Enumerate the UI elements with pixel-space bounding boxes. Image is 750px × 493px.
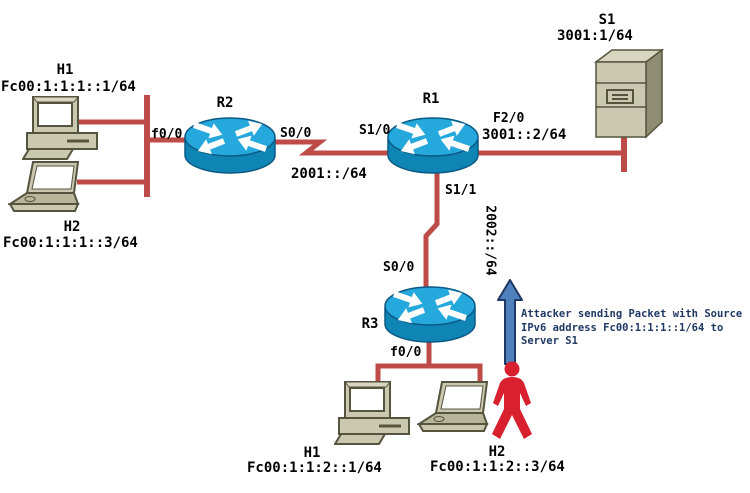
- address-h2-top: Fc00:1:1:1::3/64: [3, 235, 138, 251]
- attacker-annotation-line1: Attacker sending Packet with Source: [521, 308, 743, 320]
- attacker-annotation-line3: Server S1: [521, 335, 578, 347]
- router-icon-r3: [382, 284, 478, 346]
- address-h1-top: Fc00:1:1:1::1/64: [1, 79, 136, 95]
- address-h1-bottom: Fc00:1:1:2::1/64: [247, 460, 382, 476]
- serial-link-r1-r3: [423, 163, 440, 300]
- interface-label-r2-s00: S0/0: [280, 126, 312, 141]
- laptop-icon-h2-top: [8, 160, 92, 214]
- laptop-icon-h2-bottom: [417, 380, 501, 434]
- interface-label-r2-f00: f0/0: [151, 127, 183, 142]
- server-icon-s1: [594, 48, 664, 140]
- node-label-h1-bottom: H1: [303, 445, 321, 461]
- router-icon-r2: [182, 115, 278, 177]
- interface-label-r1-f20: F2/0: [493, 111, 525, 126]
- attacker-person-icon: [486, 361, 542, 443]
- attacker-annotation: Attacker sending Packet with Source IPv6…: [521, 308, 749, 349]
- attack-direction-arrow: [497, 279, 523, 365]
- desktop-icon-h1-bottom: [334, 379, 414, 445]
- serial-link-r2-r1: [258, 139, 400, 156]
- node-label-r2: R2: [216, 95, 234, 111]
- interface-label-r3-f00: f0/0: [390, 345, 422, 360]
- address-h2-bottom: Fc00:1:1:2::3/64: [430, 459, 565, 475]
- router-icon-r1: [385, 115, 481, 177]
- node-label-s1: S1: [598, 12, 616, 28]
- node-label-r1: R1: [422, 91, 440, 107]
- network-label-3001: 3001::2/64: [482, 127, 567, 143]
- node-label-h1-top: H1: [56, 62, 74, 78]
- network-label-2002: 2002::/64: [482, 205, 498, 276]
- interface-label-r3-s00: S0/0: [383, 260, 415, 275]
- interface-label-r1-s10: S1/0: [359, 123, 391, 138]
- desktop-icon-h1-top: [22, 94, 102, 160]
- node-label-h2-bottom: H2: [488, 444, 506, 460]
- interface-label-r1-s11: S1/1: [445, 183, 477, 198]
- attacker-annotation-line2: IPv6 address Fc00:1:1:1::1/64 to: [521, 321, 724, 334]
- address-s1: 3001:1/64: [557, 28, 633, 44]
- node-label-r3: R3: [361, 316, 379, 332]
- network-label-2001: 2001::/64: [291, 166, 367, 182]
- node-label-h2-top: H2: [63, 219, 81, 235]
